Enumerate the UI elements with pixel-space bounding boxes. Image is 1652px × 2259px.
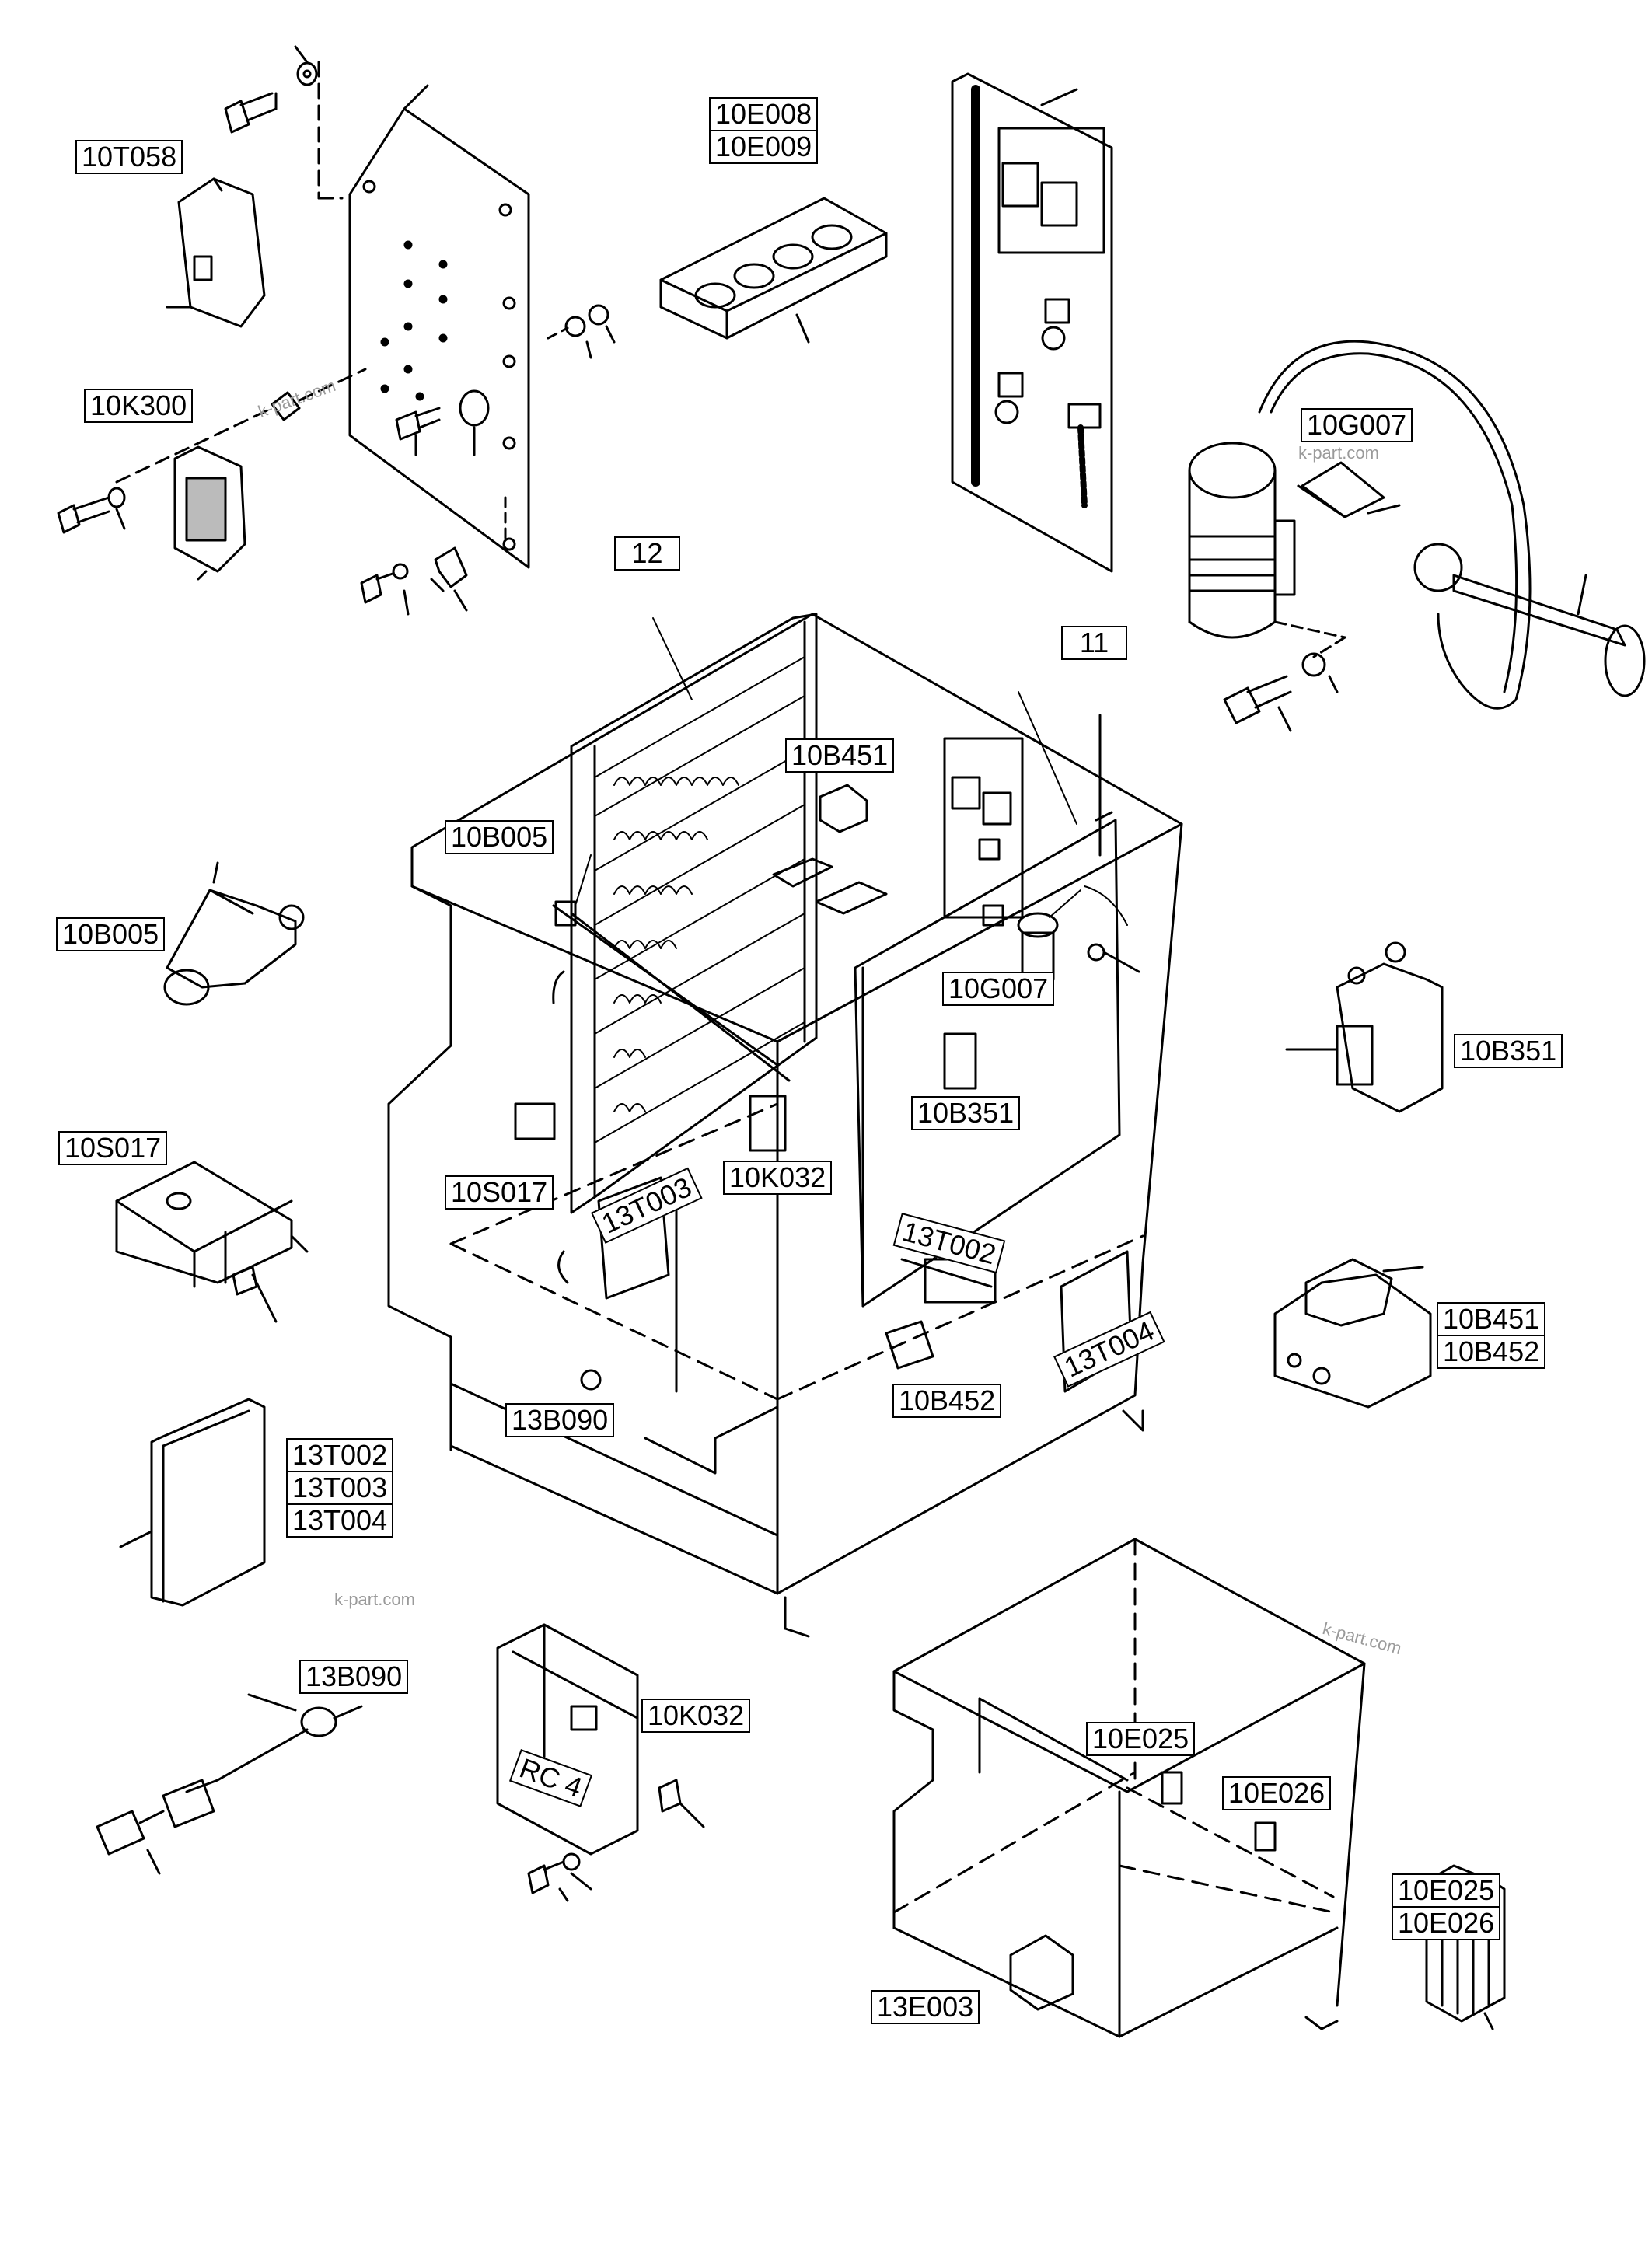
label-13B090-left: 13B090: [299, 1660, 409, 1694]
label-10T058: 10T058: [75, 140, 183, 174]
label-10E026-right: 10E026: [1398, 1907, 1495, 1939]
limit-switch-10B005: [163, 861, 305, 1006]
label-10B351-right: 10B351: [1454, 1034, 1563, 1068]
cabinet-door-12: [570, 613, 818, 1214]
relay-10K300: [173, 445, 246, 581]
label-11: 11: [1061, 626, 1127, 660]
vertical-panel-with-rail: [951, 72, 1113, 573]
label-10B351-center: 10B351: [911, 1096, 1021, 1130]
watermark: k-part.com: [334, 1590, 415, 1609]
label-10B451-right: 10B451: [1438, 1304, 1545, 1336]
relay-10K032: [496, 1623, 705, 1902]
washer-nut-right: [547, 304, 616, 359]
bolt-left: [57, 487, 126, 534]
label-10K032-bottom: 10K032: [641, 1699, 751, 1733]
label-10E026-center: 10E026: [1222, 1776, 1332, 1810]
label-10B005-center: 10B005: [445, 820, 554, 854]
cabinet-small-parts: [514, 784, 1133, 1393]
label-13E003: 13E003: [871, 1990, 980, 2024]
label-10B451-center: 10B451: [785, 738, 895, 773]
transformer-13T00x: [119, 1398, 266, 1607]
watermark: k-part.com: [1298, 443, 1379, 463]
label-13T002-left: 13T002: [288, 1440, 393, 1472]
label-10K300: 10K300: [84, 389, 194, 423]
label-10B451-10B452-right: 10B451 10B452: [1437, 1302, 1546, 1369]
screw-top-left: [224, 45, 344, 200]
label-10G007-center: 10G007: [942, 972, 1055, 1006]
pressure-switch-10B351: [1285, 941, 1444, 1113]
bolt-and-clamp-center: [395, 389, 490, 456]
main-cabinet: [387, 613, 1183, 1638]
label-10E025-10E026-right: 10E025 10E026: [1392, 1873, 1501, 1940]
label-10B452-right: 10B452: [1443, 1335, 1540, 1367]
bracket-lower: [360, 496, 507, 616]
leader-lines: [575, 617, 1077, 906]
label-13T004-left: 13T004: [292, 1504, 388, 1536]
label-10E009: 10E009: [715, 131, 812, 162]
label-13T002-13T003-13T004: 13T002 13T003 13T004: [286, 1438, 394, 1538]
air-horn: [1258, 340, 1646, 710]
spacer-with-dashed-line: [115, 368, 367, 484]
label-13B090-center: 13B090: [505, 1403, 615, 1437]
label-10E008: 10E008: [711, 99, 817, 131]
isolator-switch-10B451: [1273, 1258, 1432, 1409]
label-10S017-center: 10S017: [445, 1175, 554, 1210]
label-12: 12: [614, 536, 680, 571]
cabinet-door-11: [854, 714, 1140, 1308]
label-10S017-left: 10S017: [58, 1131, 168, 1165]
fuse-box-10E008: [659, 197, 888, 344]
electric-cabinet-lower: [892, 1538, 1366, 2038]
label-13T003-left: 13T003: [288, 1472, 393, 1505]
label-10E025-right: 10E025: [1393, 1875, 1500, 1908]
label-10K032-center: 10K032: [723, 1161, 833, 1195]
filter-bolt: [1223, 620, 1346, 732]
label-10B452-center: 10B452: [892, 1384, 1002, 1418]
sensor-13B090: [96, 1693, 363, 1875]
label-10E025-center: 10E025: [1086, 1722, 1196, 1756]
solenoid-10S017: [115, 1161, 309, 1323]
air-filter-10G007: [1188, 442, 1401, 639]
label-10G007-top: 10G007: [1301, 408, 1413, 442]
mounting-plate: [348, 84, 530, 569]
label-10E008-10E009: 10E008 10E009: [709, 97, 819, 164]
control-module-10T058: [166, 177, 266, 328]
label-10B005-left: 10B005: [56, 917, 166, 951]
